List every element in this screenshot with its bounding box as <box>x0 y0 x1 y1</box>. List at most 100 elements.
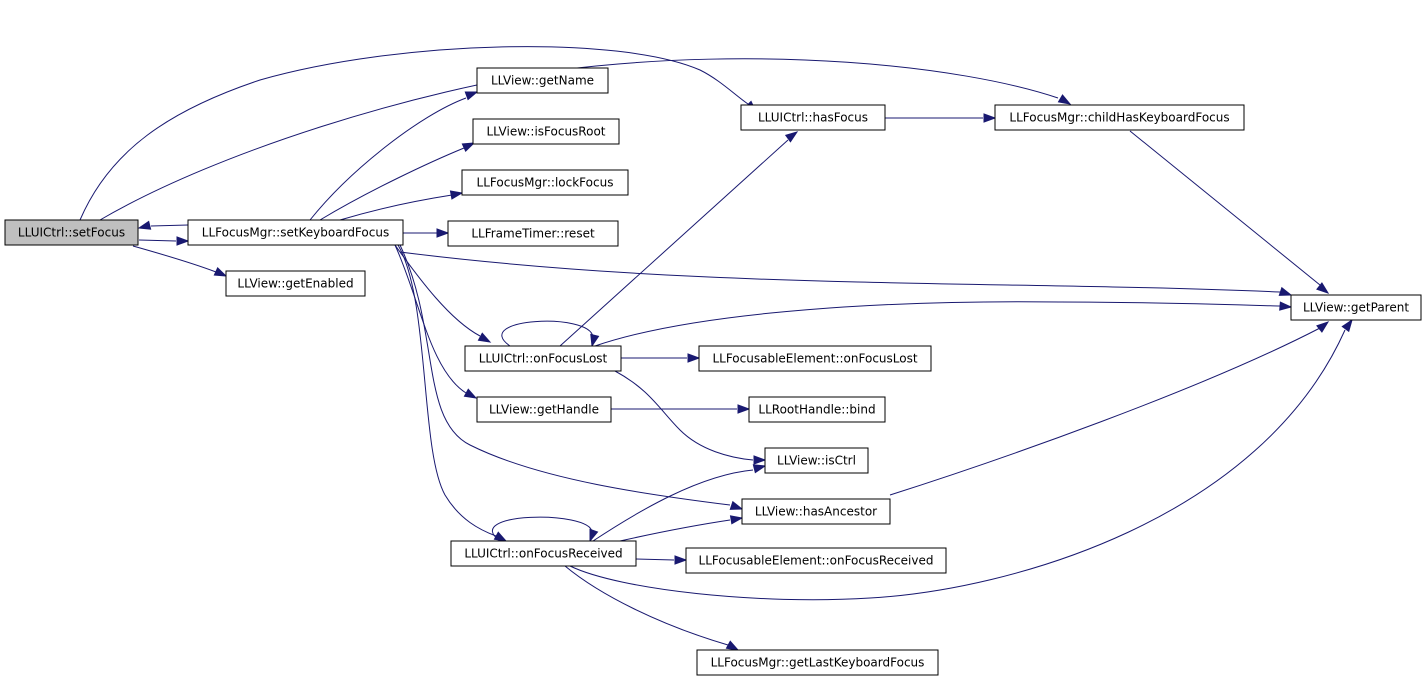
edge-line <box>594 301 1281 347</box>
arrowhead-icon <box>1316 282 1330 294</box>
edge-hasFocus-to-childHasKeyboardFocus <box>885 113 997 123</box>
node-getLastKeyboardFocus[interactable]: LLFocusMgr::getLastKeyboardFocus <box>696 649 939 676</box>
node-setFocus[interactable]: LLUICtrl::setFocus <box>4 219 139 246</box>
arrowhead-icon <box>983 113 997 123</box>
edge-setFocus-to-getEnabled <box>132 245 228 277</box>
arrowhead-icon <box>729 515 744 525</box>
edge-setKeyboardFocus-to-isFocusRoot <box>319 142 476 221</box>
edge-childHasKeyboardFocus-to-getParent <box>1129 130 1330 294</box>
node-label: LLView::hasAncestor <box>755 505 877 519</box>
node-hasAncestor[interactable]: LLView::hasAncestor <box>741 498 891 525</box>
node-label: LLView::getParent <box>1303 301 1409 315</box>
node-label: LLUICtrl::onFocusReceived <box>464 547 622 561</box>
edge-line <box>399 244 731 506</box>
edge-line <box>138 239 177 242</box>
edge-setKeyboardFocus-to-lockFocus <box>339 190 464 221</box>
node-hasFocus[interactable]: LLUICtrl::hasFocus <box>740 104 886 131</box>
arrowhead-icon <box>137 220 152 230</box>
node-feOnFocusLost[interactable]: LLFocusableElement::onFocusLost <box>698 345 932 372</box>
node-childHasKeyboardFocus[interactable]: LLFocusMgr::childHasKeyboardFocus <box>994 104 1245 131</box>
node-label: LLView::isFocusRoot <box>486 125 605 139</box>
edge-setKeyboardFocus-to-reset <box>403 228 450 238</box>
node-label: LLView::getEnabled <box>237 277 353 291</box>
edge-onFocusLost-to-onFocusLost <box>501 320 600 348</box>
edge-line <box>635 558 675 561</box>
node-label: LLFocusMgr::lockFocus <box>477 176 614 190</box>
node-isCtrl[interactable]: LLView::isCtrl <box>764 447 869 474</box>
edge-onFocusLost-to-isCtrl <box>614 370 767 465</box>
edge-line <box>491 516 593 542</box>
node-label: LLFocusMgr::setKeyboardFocus <box>202 226 389 240</box>
node-box <box>740 104 886 131</box>
node-setKeyboardFocus[interactable]: LLFocusMgr::setKeyboardFocus <box>187 219 404 246</box>
arrowhead-icon <box>687 353 701 363</box>
edge-line <box>592 469 754 542</box>
node-box <box>698 345 932 372</box>
node-onFocusLost[interactable]: LLUICtrl::onFocusLost <box>464 345 622 372</box>
edge-getHandle-to-bind <box>611 404 751 414</box>
arrowhead-icon <box>737 404 751 414</box>
edge-line <box>79 46 749 221</box>
edge-onFocusReceived-to-hasAncestor <box>619 515 744 542</box>
edge-onFocusReceived-to-feOnFocusReceived <box>635 555 688 565</box>
node-box <box>685 547 947 574</box>
node-label: LLUICtrl::setFocus <box>18 226 125 240</box>
edge-setKeyboardFocus-to-hasAncestor <box>399 244 744 510</box>
arrowhead-icon <box>752 464 767 474</box>
node-label: LLView::isCtrl <box>777 454 856 468</box>
edge-line <box>399 251 1281 293</box>
node-box <box>464 345 622 372</box>
node-label: LLFocusMgr::getLastKeyboardFocus <box>711 656 925 670</box>
arrowhead-icon <box>449 190 464 200</box>
node-box <box>4 219 139 246</box>
node-label: LLRootHandle::bind <box>758 403 875 417</box>
edge-onFocusReceived-to-isCtrl <box>592 464 767 542</box>
node-lockFocus[interactable]: LLFocusMgr::lockFocus <box>461 169 629 196</box>
edge-onFocusReceived-to-getParent <box>569 318 1353 601</box>
node-box <box>696 649 939 676</box>
node-getHandle[interactable]: LLView::getHandle <box>476 396 612 423</box>
arrowhead-icon <box>1278 286 1293 296</box>
edge-line <box>394 244 467 394</box>
arrowhead-icon <box>1279 301 1293 311</box>
edge-setKeyboardFocus-to-getName <box>309 91 479 221</box>
node-box <box>994 104 1245 131</box>
edge-hasAncestor-to-getParent <box>889 321 1330 496</box>
edge-line <box>889 327 1321 496</box>
arrowhead-icon <box>725 640 740 651</box>
node-bind[interactable]: LLRootHandle::bind <box>748 396 886 423</box>
node-getParent[interactable]: LLView::getParent <box>1290 294 1422 321</box>
node-box <box>472 118 620 145</box>
node-box <box>447 220 619 247</box>
node-label: LLFocusableElement::onFocusLost <box>712 352 917 366</box>
node-box <box>187 219 404 246</box>
edge-setFocus-to-setKeyboardFocus <box>138 236 190 246</box>
node-label: LLUICtrl::hasFocus <box>758 111 868 125</box>
edge-onFocusLost-to-getParent <box>594 301 1293 347</box>
node-isFocusRoot[interactable]: LLView::isFocusRoot <box>472 118 620 145</box>
arrowhead-icon <box>493 531 508 542</box>
edge-setKeyboardFocus-to-onFocusLost <box>394 244 492 343</box>
node-onFocusReceived[interactable]: LLUICtrl::onFocusReceived <box>450 540 637 567</box>
edge-line <box>559 139 789 347</box>
arrowhead-icon <box>1316 321 1330 333</box>
arrowhead-icon <box>477 332 492 343</box>
arrowhead-icon <box>1341 318 1353 333</box>
edge-line <box>339 194 453 221</box>
arrowhead-icon <box>674 555 688 565</box>
edge-line <box>319 147 465 221</box>
node-box <box>476 67 609 94</box>
edge-onFocusLost-to-feOnFocusLost <box>621 353 701 363</box>
node-feOnFocusReceived[interactable]: LLFocusableElement::onFocusReceived <box>685 547 947 574</box>
node-label: LLUICtrl::onFocusLost <box>479 352 608 366</box>
node-label: LLFrameTimer::reset <box>471 227 595 241</box>
node-getEnabled[interactable]: LLView::getEnabled <box>225 270 366 297</box>
edge-line <box>394 244 481 337</box>
edge-setKeyboardFocus-to-getParent <box>399 251 1293 296</box>
edge-onFocusLost-to-hasFocus <box>559 131 799 347</box>
node-reset[interactable]: LLFrameTimer::reset <box>447 220 619 247</box>
node-getName[interactable]: LLView::getName <box>476 67 609 94</box>
edge-line <box>397 244 497 537</box>
node-label: LLView::getName <box>491 74 594 88</box>
